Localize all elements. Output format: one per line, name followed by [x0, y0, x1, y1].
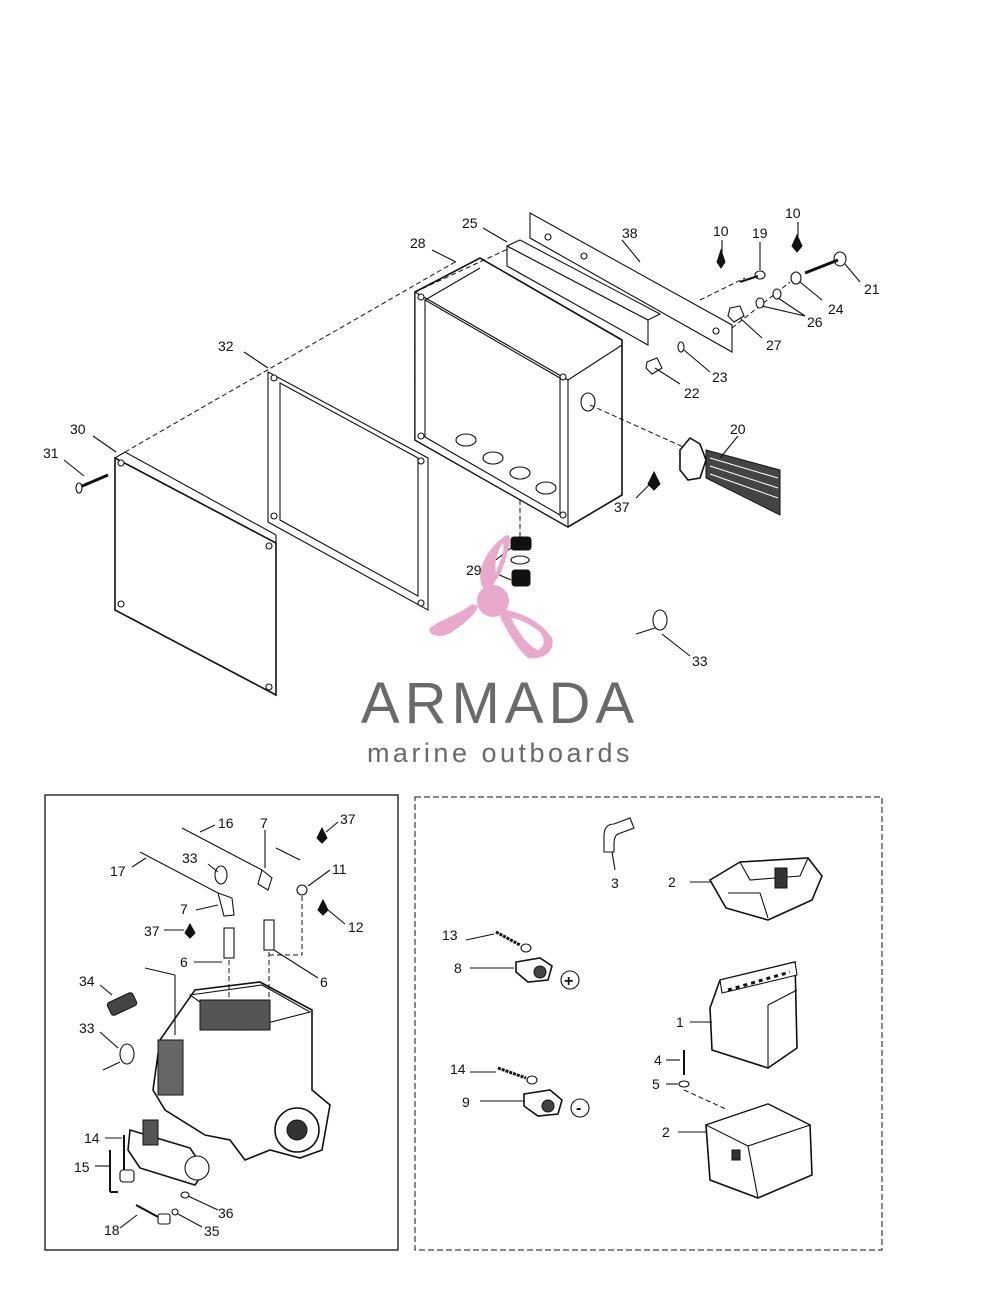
- propeller-icon: [429, 535, 553, 659]
- callout-5: 5: [652, 1076, 660, 1092]
- positive-symbol: +: [564, 973, 573, 990]
- callout-6b: 6: [320, 974, 328, 990]
- callout-37: 37: [614, 499, 630, 515]
- battery: [709, 960, 798, 1069]
- enclosure-gasket: [267, 371, 429, 611]
- callout-10a: 10: [713, 223, 729, 239]
- negative-terminal: -: [497, 1066, 590, 1118]
- engine-ignition-panel: 16 7 37 33 11 17 7 12 37 6 6 34 33 14 15…: [44, 794, 399, 1251]
- callout-20: 20: [730, 421, 746, 437]
- callout-33a: 33: [182, 850, 198, 866]
- callout-21: 21: [864, 281, 880, 297]
- callout-14b: 14: [450, 1061, 466, 1077]
- battery-panel: + - 3 2 13 8 1: [414, 796, 883, 1251]
- callout-18: 18: [104, 1222, 120, 1238]
- callout-6a: 6: [180, 954, 188, 970]
- callout-11: 11: [332, 861, 347, 877]
- screw: [75, 473, 109, 494]
- callout-17: 17: [110, 863, 126, 879]
- callout-19: 19: [752, 225, 768, 241]
- callout-16: 16: [218, 815, 234, 831]
- callout-14a: 14: [84, 1130, 100, 1146]
- leader-lines-left: [95, 821, 346, 1229]
- cover-plate: [114, 451, 277, 697]
- wires: [139, 826, 329, 1000]
- callout-3: 3: [611, 875, 619, 891]
- upper-assembly: 10 19 10 25 38 28 21 24 26 27 22 23 32 2…: [43, 205, 880, 697]
- callout-30: 30: [70, 421, 86, 437]
- callout-35: 35: [204, 1223, 220, 1239]
- negative-symbol: -: [576, 1100, 581, 1117]
- lower-right-callouts: 3 2 13 8 1 4 14 5 9 2: [442, 874, 684, 1140]
- callout-22: 22: [684, 385, 700, 401]
- callout-13: 13: [442, 927, 458, 943]
- callout-2b: 2: [662, 1124, 670, 1140]
- mounting-bracket: [529, 212, 733, 353]
- callout-33b: 33: [79, 1020, 95, 1036]
- armada-logo: ARMADA marine outboards: [361, 535, 639, 768]
- leader-lines-right: [465, 851, 712, 1133]
- positive-terminal: +: [495, 930, 580, 990]
- logo-tagline: marine outboards: [367, 738, 633, 768]
- callout-36: 36: [218, 1205, 234, 1221]
- hardware-set: [645, 233, 847, 375]
- vent-elbow: [603, 817, 635, 853]
- starter-motor: [127, 1119, 210, 1186]
- callout-29: 29: [466, 562, 482, 578]
- callout-25: 25: [462, 215, 478, 231]
- callout-7b: 7: [180, 901, 188, 917]
- alignment-lines: [124, 247, 791, 545]
- callout-31: 31: [43, 445, 59, 461]
- callout-9: 9: [462, 1094, 470, 1110]
- callout-7a: 7: [260, 815, 268, 831]
- callout-15: 15: [74, 1159, 90, 1175]
- callout-34: 34: [79, 973, 95, 989]
- callout-27: 27: [766, 337, 782, 353]
- small-parts-left: [102, 992, 190, 1225]
- upper-callouts: 10 19 10 25 38 28 21 24 26 27 22 23 32 2…: [43, 205, 880, 669]
- callout-12: 12: [348, 919, 364, 935]
- sealant-drop-icon: [647, 470, 661, 491]
- cable-gland: [679, 436, 781, 516]
- callout-10b: 10: [785, 205, 801, 221]
- gasket-strip: [505, 239, 662, 346]
- callout-24: 24: [828, 301, 844, 317]
- callout-38: 38: [622, 225, 638, 241]
- battery-cover: [708, 857, 823, 921]
- callout-28: 28: [410, 235, 426, 251]
- cable-tie: [635, 609, 668, 635]
- callout-23: 23: [712, 369, 728, 385]
- logo-wordmark: ARMADA: [361, 671, 639, 736]
- callout-37a: 37: [340, 811, 356, 827]
- callout-33: 33: [692, 653, 708, 669]
- engine-block: [144, 967, 331, 1161]
- callout-8: 8: [454, 960, 462, 976]
- callout-32: 32: [218, 338, 234, 354]
- hold-down-bolt: [678, 1050, 729, 1111]
- callout-37b: 37: [144, 923, 160, 939]
- callout-26: 26: [807, 314, 823, 330]
- callout-2a: 2: [668, 874, 676, 890]
- lower-left-callouts: 16 7 37 33 11 17 7 12 37 6 6 34 33 14 15…: [74, 811, 364, 1239]
- cable-fittings: [510, 536, 532, 587]
- callout-1: 1: [676, 1014, 684, 1030]
- enclosure-box: [414, 257, 623, 528]
- battery-tray: [704, 1103, 813, 1199]
- callout-4: 4: [654, 1052, 662, 1068]
